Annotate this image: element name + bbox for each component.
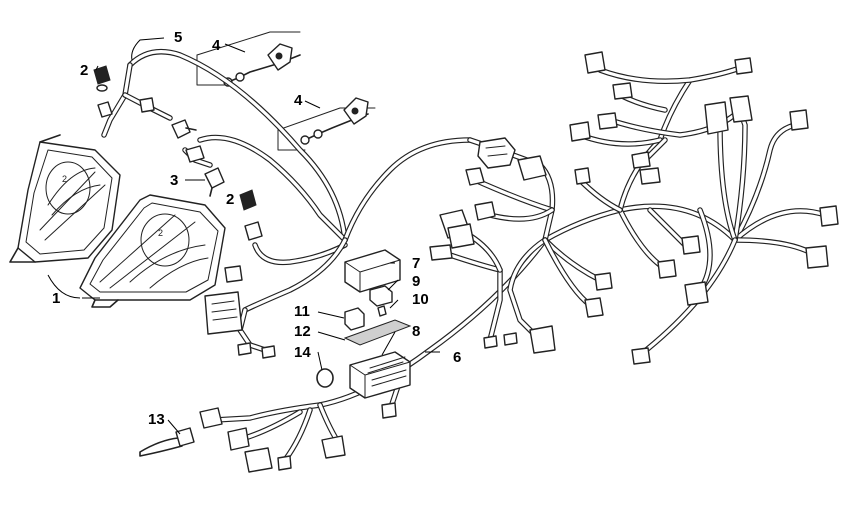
callout-6: 6 (453, 349, 461, 366)
leader-lines (47, 37, 440, 435)
callout-14: 14 (294, 344, 311, 361)
callout-7: 7 (412, 255, 420, 272)
headlight-left: 2 (9, 134, 121, 263)
fuse-block-12 (343, 319, 412, 346)
callout-1: 1 (52, 290, 60, 307)
callout-labels: 1 2 2 3 4 4 5 6 7 8 9 10 11 12 13 14 (52, 29, 461, 428)
adjuster-assembly-lower (277, 97, 376, 151)
connectors (199, 51, 839, 473)
callout-13: 13 (148, 411, 165, 428)
svg-text:2: 2 (62, 174, 67, 184)
callout-5: 5 (174, 29, 182, 46)
dielectric-grease-13 (139, 427, 195, 457)
callout-2-upper: 2 (80, 62, 88, 79)
relay-11 (344, 307, 365, 331)
callout-2-lower: 2 (226, 191, 234, 208)
fuse-10 (377, 305, 387, 317)
cable-tie-14 (316, 368, 334, 388)
bulb-socket-upper (171, 119, 197, 139)
callout-12: 12 (294, 323, 311, 340)
callout-11: 11 (294, 303, 310, 320)
callout-8: 8 (412, 323, 420, 340)
callout-3: 3 (170, 172, 178, 189)
adjuster-assembly-upper (196, 31, 301, 87)
callout-10: 10 (412, 291, 429, 308)
callout-9: 9 (412, 273, 420, 290)
headlight-harness (97, 48, 348, 266)
svg-text:2: 2 (158, 228, 163, 238)
headlight-right: 2 (79, 194, 226, 308)
callout-4-upper: 4 (212, 37, 221, 54)
bulb-boot-lower (239, 189, 257, 211)
main-wiring-harness (212, 65, 828, 463)
fuse-box-cover (344, 249, 401, 293)
bulb-boot-upper (93, 65, 111, 92)
callout-4-lower: 4 (294, 92, 303, 109)
bulb-socket-lower (204, 167, 225, 197)
fuse-box-8 (349, 351, 411, 399)
relay-9 (369, 285, 393, 307)
